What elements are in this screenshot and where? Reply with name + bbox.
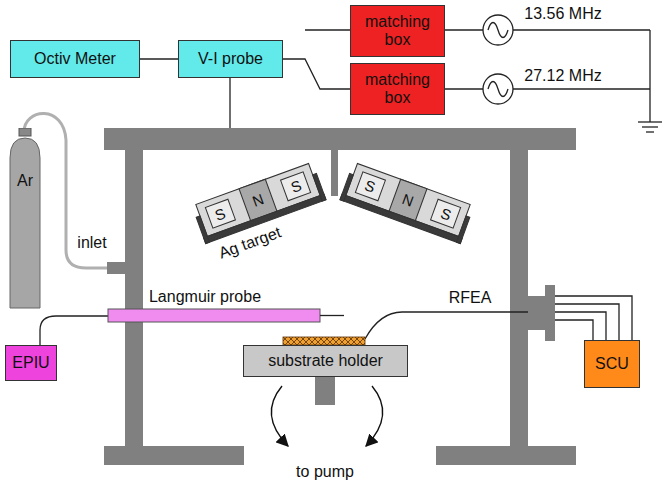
langmuir-probe-shaft [108, 309, 320, 322]
scu-box: SCU [584, 340, 640, 388]
node-text: Octiv Meter [34, 50, 116, 68]
node-text: matching box [351, 13, 444, 50]
node-text: SCU [595, 355, 629, 373]
scu-wires [555, 296, 632, 340]
node-text: matching box [351, 71, 444, 108]
rfea-wire [365, 312, 528, 339]
pump-label: to pump [296, 464, 354, 480]
rf-feed-wire [229, 78, 230, 128]
probe-box: V-I probe [178, 40, 283, 78]
meter-box: Octiv Meter [10, 40, 140, 78]
vacuum-chamber [104, 128, 576, 465]
wire-connector [283, 59, 350, 89]
node-text: substrate holder [268, 352, 383, 370]
cylinder-outline [8, 128, 42, 310]
frequency-label: 13.56 MHz [524, 6, 601, 22]
probe-label: Langmuir probe [149, 289, 261, 305]
epiu-box: EPIU [5, 345, 57, 381]
epiu-wire [40, 316, 108, 345]
wire-connector [140, 58, 178, 59]
gas-cylinder: Ar [8, 128, 42, 310]
pump-arrows [271, 386, 382, 446]
rfea-sensor [283, 337, 365, 345]
node-text: Ar [17, 172, 33, 190]
frequency-label: 27.12 MHz [524, 68, 601, 84]
magnetron-right [340, 162, 474, 243]
rfea-label: RFEA [449, 290, 492, 306]
langmuir-probe-tip [320, 315, 344, 316]
node-text: EPIU [12, 354, 49, 372]
inlet-label: inlet [77, 235, 106, 251]
matching-box: matching box [350, 63, 445, 115]
node-text: V-I probe [198, 50, 263, 68]
matching-box: matching box [350, 5, 445, 57]
substrate-holder: substrate holder [243, 345, 408, 377]
